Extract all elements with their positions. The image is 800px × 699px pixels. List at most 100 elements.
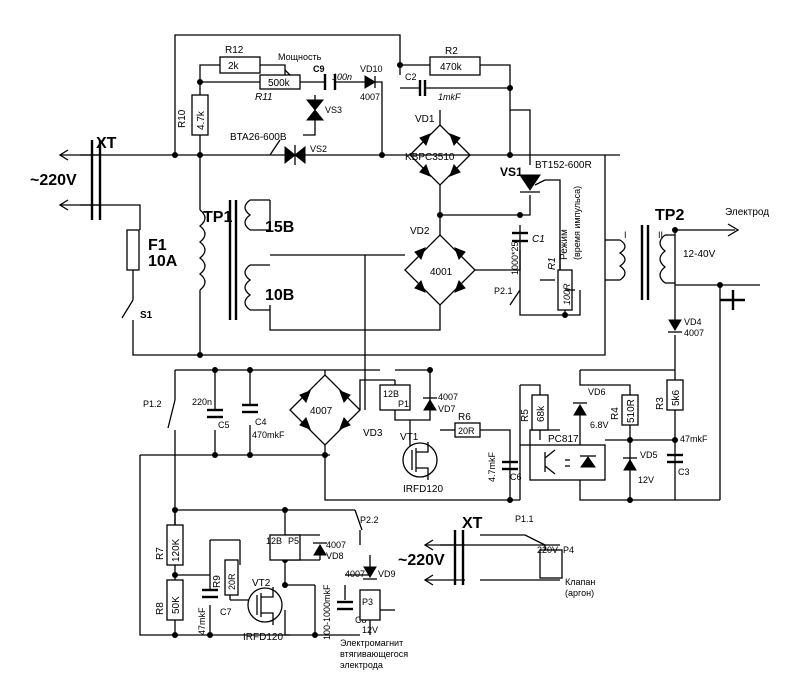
xt-right-label: XT — [462, 515, 483, 532]
capacitor-c9: C9 100n — [313, 64, 352, 90]
p4-voltage: 220V — [537, 545, 558, 555]
p1-voltage: 12В — [383, 389, 399, 399]
r11-label: R11 — [255, 92, 273, 103]
tp2-i-label: I — [624, 230, 627, 240]
r5-label: R5 — [520, 409, 531, 422]
vt2-label: VT2 — [252, 578, 271, 589]
optocoupler-pc817: PC817 — [529, 434, 606, 481]
p22-label: P2.2 — [360, 515, 379, 525]
xt-right-connector: XT ~220V P1.1 220V P4 Клапан (аргон) — [398, 514, 595, 598]
bridge-vd1: VD1 KBPC3510 — [405, 114, 461, 177]
vs3-label: VS3 — [325, 105, 342, 115]
mode-label: Режим — [559, 229, 570, 260]
p12-label: P1.2 — [143, 399, 162, 409]
r11-value: 500k — [268, 78, 291, 89]
vd3-value: 4007 — [310, 406, 333, 417]
resistor-r5: R5 68k — [520, 394, 549, 431]
vd1-label: VD1 — [415, 114, 435, 125]
voltage-1240-label: 12-40V — [683, 249, 716, 260]
f1-label: F1 — [148, 237, 167, 254]
coil-p3: P3 12V Электромагнит втягивающегося элек… — [340, 589, 408, 670]
vd3-label: VD3 — [363, 428, 383, 439]
vd2-label: VD2 — [410, 226, 430, 237]
resistor-r10: R10 4.7k — [177, 94, 209, 136]
wires-top — [80, 34, 760, 500]
vd6-label: VD6 — [588, 387, 606, 397]
c5-value: 220n — [192, 397, 212, 407]
c3-label: C3 — [678, 467, 690, 477]
c5-label: C5 — [218, 420, 230, 430]
c6-value: 4.7mkF — [487, 451, 497, 482]
thyristor-vs3: VS3 — [305, 99, 342, 121]
capacitor-c7: C7 47mkF — [197, 588, 232, 635]
relay-contact-p21: P2.1 — [494, 286, 521, 306]
zener-vd6: VD6 6.8V — [573, 387, 609, 430]
r1-label: R1 — [547, 257, 558, 270]
c8-value: 100-1000mkF — [322, 584, 332, 640]
thyristor-vs1: VS1 BT152-600R — [500, 160, 592, 193]
p5-label: P5 — [288, 536, 299, 546]
r2-value: 470k — [440, 62, 463, 73]
vd6-value: 6.8V — [590, 420, 609, 430]
vt1-label: VT1 — [400, 432, 419, 443]
mains-left-label: ~220V — [30, 172, 77, 189]
c9-label: C9 — [313, 64, 325, 74]
c2-value: 1mkF — [438, 92, 461, 102]
p3-voltage: 12V — [362, 625, 378, 635]
vs1-part: BT152-600R — [535, 160, 592, 171]
p4-label: P4 — [563, 545, 574, 555]
r3-value: 5k6 — [671, 389, 682, 406]
sec-10-label: 10В — [265, 287, 294, 304]
vs2-part: BTA26-600B — [230, 132, 287, 143]
electrode-label: Электрод — [725, 207, 769, 218]
relay-contact-p22: P2.2 — [354, 509, 379, 531]
mosfet-vt2: VT2 IRFD120 — [243, 578, 283, 643]
relay-p5: 12В P5 — [266, 534, 301, 561]
resistor-r12: R12 2k Мощность — [219, 45, 322, 74]
sec-15-label: 15В — [265, 219, 294, 236]
c3-value: 47mkF — [680, 434, 708, 444]
capacitor-c6: C6 4.7mkF — [487, 451, 522, 482]
capacitor-c5: 220n C5 — [192, 397, 230, 430]
resistor-r2: R2 470k — [429, 46, 481, 76]
bridge-vd2: VD2 4001 — [410, 226, 466, 293]
s1-label: S1 — [140, 310, 153, 321]
f1-rating: 10A — [148, 253, 178, 270]
c1-value: 1000*25 — [510, 241, 520, 275]
r7-label: R7 — [155, 547, 166, 560]
wires-mid — [139, 255, 720, 636]
vd7-value: 4007 — [438, 392, 458, 402]
xt-left-connector: XT ~220V — [30, 135, 117, 220]
diode-vd10: VD10 4007 — [360, 64, 383, 102]
p5-voltage: 12В — [266, 536, 282, 546]
vt2-part: IRFD120 — [243, 632, 283, 643]
resistor-r8: R8 50K — [155, 579, 184, 621]
triac-vs2: BTA26-600B VS2 — [230, 132, 327, 165]
r10-value: 4.7k — [196, 110, 207, 130]
vd9-value: 4007 — [345, 569, 365, 579]
transformer-tp2: TP2 I II Электрод 12-40V — [618, 207, 769, 310]
zener-vd5: VD5 12V — [623, 450, 658, 485]
relay-contact-p12: P1.2 — [143, 399, 176, 429]
resistor-r7: R7 120K — [155, 524, 184, 566]
bridge-vd3: 4007 VD3 — [299, 390, 383, 439]
r9-value: 20R — [227, 573, 237, 590]
capacitor-c2: C2 1mkF — [405, 72, 461, 102]
valve-label-2: (аргон) — [565, 588, 594, 598]
r4-value: 510R — [626, 399, 637, 423]
c9-value: 100n — [332, 72, 352, 82]
mains-right-label: ~220V — [398, 552, 445, 569]
diode-vd8: 4007 VD8 — [313, 540, 346, 561]
vd4-label: VD4 — [684, 317, 702, 327]
vd5-label: VD5 — [640, 450, 658, 460]
vd4-value: 4007 — [684, 328, 704, 338]
r3-label: R3 — [655, 397, 666, 410]
vd2-part: 4001 — [430, 267, 453, 278]
c6-label: C6 — [510, 472, 522, 482]
r5-value: 68k — [536, 405, 547, 422]
r12-label: R12 — [225, 45, 244, 56]
diode-vd7: 4007 VD7 — [423, 392, 458, 414]
vd8-label: VD8 — [326, 551, 344, 561]
valve-label-1: Клапан — [565, 577, 595, 587]
mosfet-vt1: VT1 IRFD120 — [400, 432, 443, 495]
